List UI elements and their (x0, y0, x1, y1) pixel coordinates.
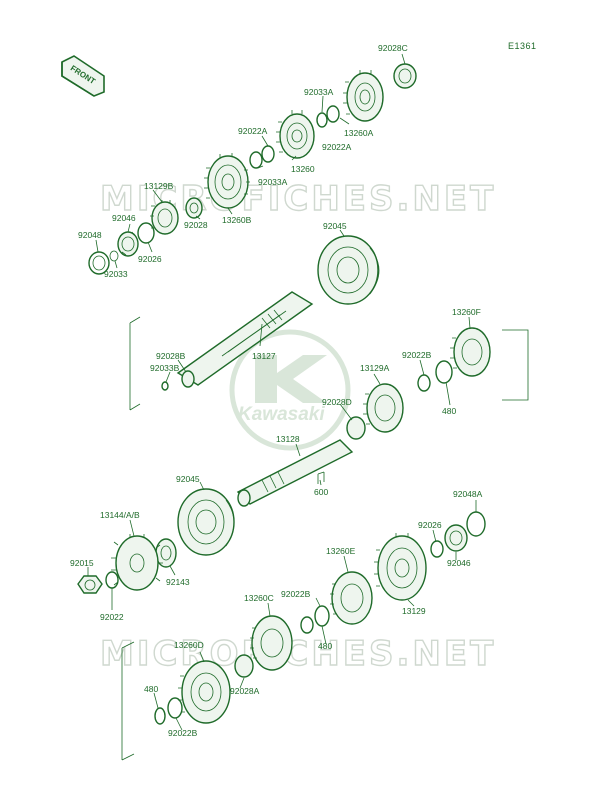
washer-92022A-right (326, 105, 340, 123)
gear-13260B (204, 153, 250, 209)
watermark-bottom: MICROFICHES.NET (100, 634, 496, 674)
label-92046-top: 92046 (112, 213, 136, 223)
label-92048: 92048 (78, 230, 102, 240)
label-92028-top: 92028 (184, 220, 208, 230)
label-13260F: 13260F (452, 307, 481, 317)
circlip-480-right (417, 374, 431, 392)
label-92015: 92015 (70, 558, 94, 568)
washer-92022B-mid (314, 605, 330, 627)
diagram-code: E1361 (508, 41, 537, 51)
bushing-92028A (234, 654, 254, 678)
gear-13260E (330, 571, 373, 625)
gear-13260F (450, 327, 491, 377)
needle-bearing-92046-right (444, 524, 468, 552)
washer-92026-right (430, 540, 444, 558)
circlip-480-bottom (154, 707, 166, 725)
washer-92022B-right (435, 360, 453, 384)
circlip-92033A-upper (316, 112, 328, 128)
washer-92026 (137, 222, 155, 244)
gear-13260C (250, 615, 293, 671)
washer-92048A (466, 511, 486, 537)
gear-13260 (276, 110, 315, 159)
counter-shaft-13128 (236, 439, 354, 507)
label-13260A: 13260A (344, 128, 374, 138)
circlip-480-mid (300, 616, 314, 634)
bracket-main-shaft (129, 316, 141, 411)
label-92045-top: 92045 (323, 221, 347, 231)
label-13260B: 13260B (222, 215, 252, 225)
bearing-92045-middle (177, 488, 235, 556)
nut-92015 (77, 575, 103, 594)
label-92033-left: 92033 (104, 269, 128, 279)
bushing-92028C (393, 63, 417, 89)
label-13260D: 13260D (174, 640, 204, 650)
circlip-92033B (161, 381, 169, 391)
needle-bearing-92046 (117, 231, 139, 257)
label-480-right: 480 (442, 406, 456, 416)
label-92028A: 92028A (230, 686, 260, 696)
gear-13260A (343, 70, 384, 122)
label-92026-right: 92026 (418, 520, 442, 530)
label-92026-top: 92026 (138, 254, 162, 264)
part-labels: 92028C 92033A 92022A 13260A 92022A 13260… (70, 43, 483, 738)
label-13129A: 13129A (360, 363, 390, 373)
washer-92022B-bottom (167, 697, 183, 719)
bushing-92028D (346, 416, 366, 440)
label-13260E: 13260E (326, 546, 356, 556)
label-92045-mid: 92045 (176, 474, 200, 484)
label-92028D: 92028D (322, 397, 352, 407)
label-92046-right: 92046 (447, 558, 471, 568)
circlip-92033A-lower (249, 151, 263, 169)
leader-lines (87, 53, 477, 731)
label-92028B: 92028B (156, 351, 186, 361)
bracket-13260F (502, 329, 529, 401)
upper-gear-stack (88, 63, 417, 275)
label-92022B-right: 92022B (402, 350, 432, 360)
label-92033A-top: 92033A (304, 87, 334, 97)
label-92143: 92143 (166, 577, 190, 587)
label-92022B-bottom: 92022B (168, 728, 198, 738)
label-13260: 13260 (291, 164, 315, 174)
label-13127: 13127 (252, 351, 276, 361)
label-480-mid: 480 (318, 641, 332, 651)
front-arrow-icon: FRONT (61, 55, 105, 97)
watermark-layer: MICROFICHES.NET MICROFICHES.NET Kawasaki (99, 178, 496, 674)
label-13129: 13129 (402, 606, 426, 616)
label-92022B-mid: 92022B (281, 589, 311, 599)
label-92022A-right: 92022A (322, 142, 352, 152)
sprocket-13144 (111, 534, 163, 591)
brand-watermark-text: Kawasaki (238, 404, 325, 425)
circlip-92033 (109, 250, 119, 262)
gear-13129A (363, 383, 404, 433)
gear-13129 (374, 533, 427, 601)
washer-92048 (88, 251, 110, 275)
pin-600 (317, 471, 325, 484)
label-600: 600 (314, 487, 328, 497)
kawasaki-logo-watermark: Kawasaki (229, 329, 351, 451)
label-13144: 13144/A/B (100, 510, 140, 520)
gear-13260D (178, 660, 231, 724)
label-13260C: 13260C (244, 593, 274, 603)
label-92033B: 92033B (150, 363, 180, 373)
bushing-92028 (185, 197, 203, 219)
bearing-92045-upper (317, 235, 380, 305)
label-13128: 13128 (276, 434, 300, 444)
label-92022A-left: 92022A (238, 126, 268, 136)
washer-92022 (105, 571, 119, 589)
label-92028C: 92028C (378, 43, 408, 53)
washer-92022A-left (261, 145, 275, 163)
label-13129B: 13129B (144, 181, 174, 191)
label-92033A-mid: 92033A (258, 177, 288, 187)
gear-13129B (150, 200, 179, 235)
label-92048A: 92048A (453, 489, 483, 499)
main-shaft-13127 (176, 291, 314, 388)
label-480-bottom: 480 (144, 684, 158, 694)
bracket-lower-group (121, 641, 135, 761)
label-92022: 92022 (100, 612, 124, 622)
